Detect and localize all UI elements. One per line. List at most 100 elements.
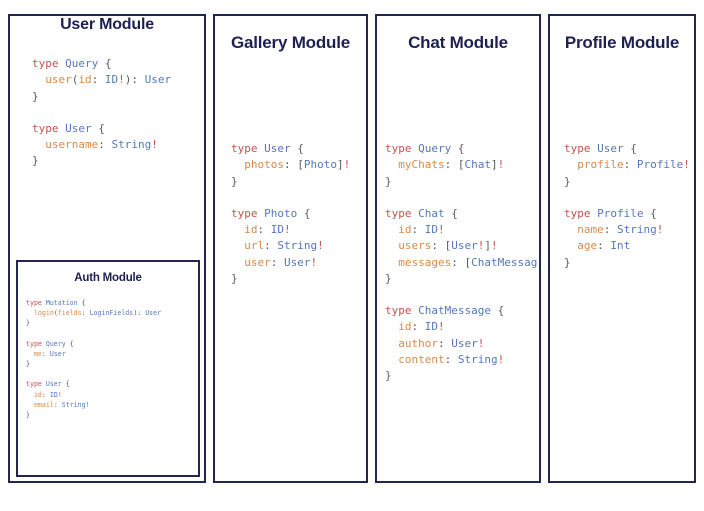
- schema-token: !: [497, 158, 505, 172]
- schema-code-profile: type User { profile: Profile!}type Profi…: [564, 141, 694, 271]
- module-title-user: User Module: [60, 16, 154, 33]
- schema-type-block: type Query { user(id: ID!): User}: [32, 56, 204, 105]
- schema-token: ID: [104, 73, 119, 87]
- schema-token: [385, 353, 398, 366]
- schema-token: [564, 158, 577, 171]
- schema-line: }: [32, 153, 204, 169]
- schema-token: :: [91, 73, 105, 87]
- module-card-user[interactable]: User Module type Query { user(id: ID!): …: [8, 14, 206, 483]
- schema-code-gallery: type User { photos: [Photo]!} type Photo …: [231, 141, 366, 287]
- schema-line: type Photo {: [231, 206, 366, 222]
- schema-token: String: [61, 400, 86, 409]
- schema-token: {: [623, 142, 637, 155]
- schema-line: user: User!: [231, 255, 366, 271]
- schema-token: ): [133, 309, 138, 318]
- schema-token: type: [26, 299, 46, 307]
- schema-token: }: [564, 255, 571, 269]
- schema-token: [385, 223, 398, 236]
- schema-token: id: [244, 223, 258, 237]
- schema-token: :: [98, 138, 112, 152]
- schema-line: }: [26, 359, 198, 369]
- schema-line: me: User: [26, 349, 198, 359]
- schema-line: type Mutation {: [26, 298, 198, 308]
- schema-token: User: [144, 73, 172, 87]
- schema-token: :: [131, 73, 145, 87]
- schema-token: Chat: [418, 206, 445, 220]
- schema-token: id: [398, 223, 412, 237]
- schema-token: User: [451, 336, 478, 350]
- schema-token: User: [45, 380, 62, 389]
- schema-line: type User {: [564, 141, 694, 157]
- schema-token: type: [26, 339, 46, 348]
- schema-token: type: [564, 142, 598, 155]
- schema-token: User: [145, 309, 162, 318]
- schema-token: [231, 158, 244, 171]
- schema-token: :: [451, 255, 465, 269]
- schema-type-block: type Photo { id: ID! url: String! user: …: [231, 206, 366, 287]
- schema-token: ]: [337, 158, 344, 172]
- schema-line: profile: Profile!: [564, 157, 694, 173]
- schema-line: }: [385, 174, 539, 190]
- schema-token: !: [317, 239, 324, 253]
- schema-token: type: [385, 142, 419, 155]
- schema-token: [231, 223, 244, 236]
- module-title-gallery: Gallery Module: [230, 33, 351, 52]
- schema-type-block: type Chat { id: ID! users: [User!]! mess…: [385, 206, 539, 287]
- schema-token: LoginFields: [89, 309, 134, 318]
- module-title-auth: Auth Module: [74, 272, 142, 284]
- schema-token: [385, 337, 398, 350]
- schema-token: ID: [49, 390, 58, 399]
- module-card-gallery[interactable]: Gallery Module type User { photos: [Phot…: [213, 14, 368, 483]
- schema-token: username: [45, 138, 99, 152]
- schema-type-block: type Profile { name: String! age: Int}: [564, 206, 694, 271]
- schema-token: profile: [577, 158, 624, 172]
- schema-token: String: [617, 223, 657, 237]
- schema-token: [: [457, 158, 465, 172]
- schema-token: !: [118, 73, 125, 87]
- schema-token: }: [26, 410, 30, 419]
- schema-token: ChatMessage: [471, 255, 541, 269]
- schema-token: content: [398, 352, 445, 366]
- schema-line: age: Int: [564, 238, 694, 254]
- schema-line: }: [231, 174, 366, 190]
- schema-token: ID: [424, 223, 438, 237]
- schema-token: :: [597, 239, 611, 253]
- schema-line: users: [User!]!: [385, 238, 539, 254]
- schema-token: !: [85, 400, 90, 409]
- schema-token: :: [411, 223, 425, 237]
- schema-type-block: type User { photos: [Photo]!}: [231, 141, 366, 190]
- schema-token: {: [65, 339, 74, 348]
- schema-token: type: [231, 206, 265, 220]
- schema-token: !: [438, 223, 445, 237]
- schema-line: type User {: [231, 141, 366, 157]
- schema-token: {: [61, 380, 70, 389]
- schema-code-auth: type Mutation { login(fields: LoginField…: [26, 298, 198, 420]
- schema-token: [26, 350, 34, 358]
- schema-token: Int: [610, 239, 631, 253]
- schema-token: type: [564, 206, 598, 220]
- schema-token: [: [444, 239, 452, 253]
- module-card-chat[interactable]: Chat Module type Query { myChats: [Chat]…: [375, 14, 541, 483]
- module-card-profile[interactable]: Profile Module type User { profile: Prof…: [548, 14, 696, 483]
- module-card-auth[interactable]: Auth Module type Mutation { login(fields…: [16, 260, 200, 477]
- schema-token: (: [53, 309, 58, 318]
- schema-token: {: [490, 304, 505, 318]
- schema-token: [26, 309, 34, 317]
- schema-token: {: [444, 206, 458, 220]
- schema-token: :: [444, 158, 458, 172]
- schema-line: type Query {: [26, 339, 198, 349]
- schema-token: :: [444, 352, 458, 366]
- schema-type-block: type User { id: ID! email: String!}: [26, 379, 198, 420]
- schema-token: :: [284, 158, 298, 172]
- schema-line: type User {: [32, 121, 204, 137]
- schema-token: {: [91, 121, 105, 135]
- schema-token: type: [26, 380, 46, 389]
- schema-line: user(id: ID!): User: [32, 72, 204, 88]
- schema-token: ChatMessage: [418, 304, 491, 318]
- schema-token: type: [32, 121, 66, 135]
- schema-token: ): [124, 73, 132, 87]
- schema-token: [26, 391, 34, 399]
- schema-line: username: String!: [32, 137, 204, 153]
- schema-token: :: [623, 158, 637, 172]
